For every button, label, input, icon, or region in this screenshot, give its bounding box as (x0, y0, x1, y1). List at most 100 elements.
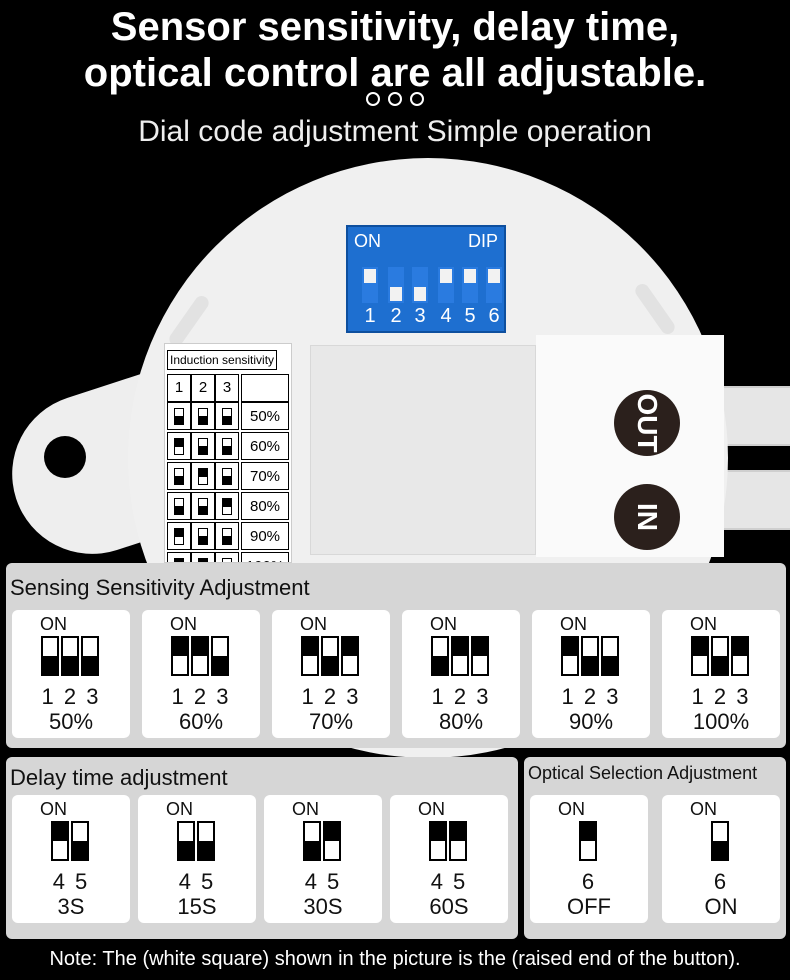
setting-value: 60S (429, 894, 469, 919)
decorative-dots (0, 92, 790, 106)
switch-fill (603, 656, 617, 674)
switch-fill (693, 638, 707, 656)
switch-fill (199, 415, 207, 424)
on-label: ON (690, 799, 717, 819)
label-card-cell (215, 492, 239, 520)
label-card-cell (191, 402, 215, 430)
dip-on-label: ON (354, 231, 381, 251)
switch-fill (73, 841, 87, 859)
label-card-header: 3 (215, 374, 239, 402)
label-card-cell (191, 552, 215, 562)
setting-value: 3S (57, 894, 85, 919)
switch-fill (179, 841, 193, 859)
label-card-title: Induction sensitivity (167, 350, 278, 370)
switch-fill (199, 559, 207, 562)
switch-fill (175, 559, 183, 562)
switch-fill (175, 415, 183, 424)
label-card-percent: 100% (241, 552, 289, 562)
dip-switch-5[interactable] (462, 267, 478, 303)
switch-icon (174, 468, 184, 485)
cable-top (720, 386, 790, 446)
switch-icon (471, 636, 489, 676)
switch-fill (431, 823, 445, 841)
switch-fill (63, 656, 77, 674)
setting-value: 30S (303, 894, 343, 919)
switch-icon (81, 636, 99, 676)
switch-icon (174, 528, 184, 545)
switch-numbers: 1 2 3 (301, 684, 361, 709)
switch-icon (451, 636, 469, 676)
label-card-row: 60% (167, 432, 289, 460)
on-label: ON (418, 799, 445, 819)
switch-fill (223, 445, 231, 454)
switch-icon (198, 438, 208, 455)
label-card-cell (167, 522, 191, 550)
on-label: ON (690, 614, 717, 634)
switch-numbers: 1 2 3 (41, 684, 101, 709)
label-card-cell (167, 462, 191, 490)
label-card-cell (215, 402, 239, 430)
dip-switch-2[interactable] (388, 267, 404, 303)
dip-switch-4[interactable] (438, 267, 454, 303)
setting-value: OFF (567, 894, 611, 919)
on-label: ON (40, 799, 67, 819)
on-label: ON (166, 799, 193, 819)
on-label: ON (292, 799, 319, 819)
switch-fill (199, 841, 213, 859)
switch-icon (197, 821, 215, 861)
dip-switch-6[interactable] (486, 267, 502, 303)
on-label: ON (40, 614, 67, 634)
switch-icon (222, 438, 232, 455)
switch-icon (174, 438, 184, 455)
subtitle: Dial code adjustment Simple operation (138, 115, 652, 148)
switch-fill (305, 841, 319, 859)
port-out-label: OUT (632, 393, 663, 453)
switch-numbers: 1 2 3 (561, 684, 621, 709)
switch-numbers: 4 5 (304, 869, 342, 894)
switch-icon (691, 636, 709, 676)
switch-fill (199, 505, 207, 514)
switch-numbers: 6 (713, 869, 729, 894)
label-card-header: 1 (167, 374, 191, 402)
switch-icon (601, 636, 619, 676)
switch-fill (43, 656, 57, 674)
label-card-row: 90% (167, 522, 289, 550)
dip-switch-1[interactable] (362, 267, 378, 303)
headline-line-2: optical control are all adjustable. (83, 51, 707, 95)
dip-switch-3[interactable] (412, 267, 428, 303)
sensitivity-title: Sensing Sensitivity Adjustment (10, 575, 310, 600)
setting-value: 90% (568, 709, 614, 734)
switch-fill (583, 656, 597, 674)
switch-icon (561, 636, 579, 676)
switch-fill (303, 638, 317, 656)
switch-fill (713, 841, 727, 859)
switch-icon (171, 636, 189, 676)
switch-numbers: 4 5 (52, 869, 90, 894)
label-card-header-blank (241, 374, 289, 402)
switch-fill (323, 656, 337, 674)
switch-icon (198, 468, 208, 485)
switch-icon (61, 636, 79, 676)
port-out-badge: OUT (614, 390, 680, 456)
switch-fill (223, 535, 231, 544)
switch-fill (53, 823, 67, 841)
on-label: ON (300, 614, 327, 634)
switch-fill (199, 535, 207, 544)
on-label: ON (560, 614, 587, 634)
switch-fill (451, 823, 465, 841)
switch-numbers: 6 (581, 869, 597, 894)
